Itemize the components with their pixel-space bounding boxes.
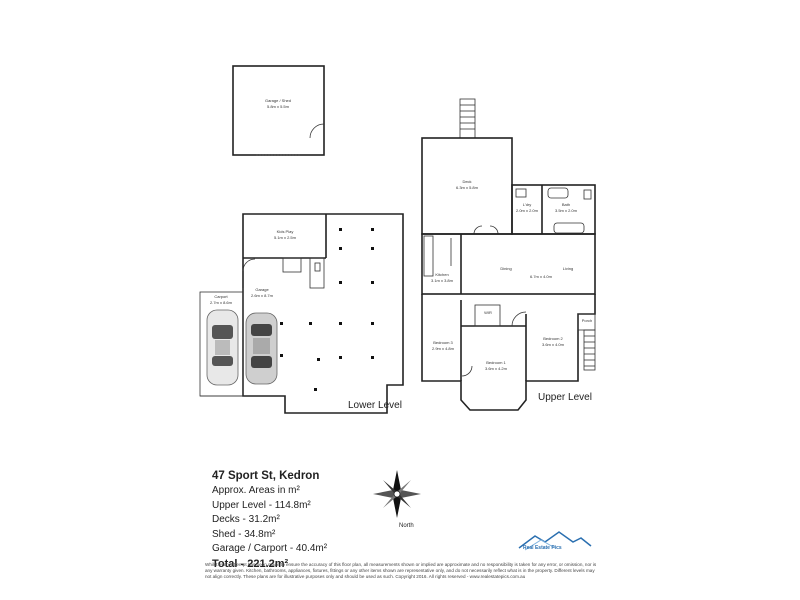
bedroom2-name: Bedroom 2: [543, 336, 563, 341]
kids-play-name: Kids Play: [277, 229, 294, 234]
living-label: Living: [563, 266, 573, 271]
deck-name: Deck: [462, 179, 471, 184]
logo-text: Real Estate Pics: [523, 545, 562, 551]
carport: Carport 2.7m x 8.6m: [199, 291, 244, 397]
bedroom3-name: Bedroom 3: [433, 340, 453, 345]
car-icon: [206, 309, 239, 386]
shed-area: Shed - 34.8m²: [212, 528, 276, 540]
upper-level-label: Upper Level: [538, 392, 592, 403]
carport-name: Carport: [214, 294, 228, 299]
disclaimer: Whilst every attempt has been made to en…: [205, 562, 597, 580]
garage-name: Garage: [255, 287, 269, 292]
kitchen-name: Kitchen: [435, 272, 448, 277]
deck-dims: 6.3m x 5.8m: [456, 185, 479, 190]
compass-label: North: [399, 523, 414, 529]
logo-icon: [518, 531, 592, 551]
compass-icon: North: [373, 470, 421, 529]
lower-level-plan: Kids Play 5.1m x 2.5m Garage 2.6m x 8.7m…: [242, 213, 404, 414]
porch-label: Porch: [582, 318, 592, 323]
garage-shed: Garage / Shed 5.8m x 5.5m: [232, 65, 325, 156]
dining-label: Dining: [500, 266, 511, 271]
garage-shed-dims: 5.8m x 5.5m: [267, 104, 290, 109]
bedroom2-dims: 3.6m x 4.0m: [542, 342, 565, 347]
bath-name: Bath: [562, 202, 570, 207]
total-area: Total - 221.2m²: [212, 557, 289, 570]
bedroom3-dims: 2.9m x 4.8m: [432, 346, 455, 351]
bedroom1-name: Bedroom 1: [486, 360, 506, 365]
property-address: 47 Sport St, Kedron: [212, 470, 320, 482]
bedroom1-dims: 3.6m x 4.2m: [485, 366, 508, 371]
area-summary: 47 Sport St, Kedron Approx. Areas in m² …: [212, 470, 412, 571]
l-dry-dims: 2.0m x 2.0m: [516, 208, 539, 213]
car-icon: [245, 312, 278, 385]
approx-areas: Approx. Areas in m²: [212, 485, 300, 496]
upper-level-area: Upper Level - 114.8m²: [212, 499, 311, 511]
garage-shed-name: Garage / Shed: [265, 98, 291, 103]
l-dry-name: L'dry: [523, 202, 532, 207]
wir-label: WIR: [484, 310, 492, 315]
kids-play-dims: 5.1m x 2.5m: [274, 235, 297, 240]
garage-dims: 2.6m x 8.7m: [251, 293, 274, 298]
carport-dims: 2.7m x 8.6m: [210, 300, 233, 305]
kitchen-dims: 3.1m x 3.8m: [431, 278, 454, 283]
upper-level-plan: Deck 6.3m x 5.8m L'dry 2.0m x 2.0m Bath …: [421, 137, 596, 411]
decks-area: Decks - 31.2m²: [212, 514, 280, 525]
stairs: [459, 98, 476, 139]
garage-carport-area: Garage / Carport - 40.4m²: [212, 543, 328, 554]
lower-level-label: Lower Level: [348, 400, 402, 411]
bath-dims: 3.5m x 2.0m: [555, 208, 578, 213]
living-dims: 6.7m x 4.0m: [530, 274, 553, 279]
